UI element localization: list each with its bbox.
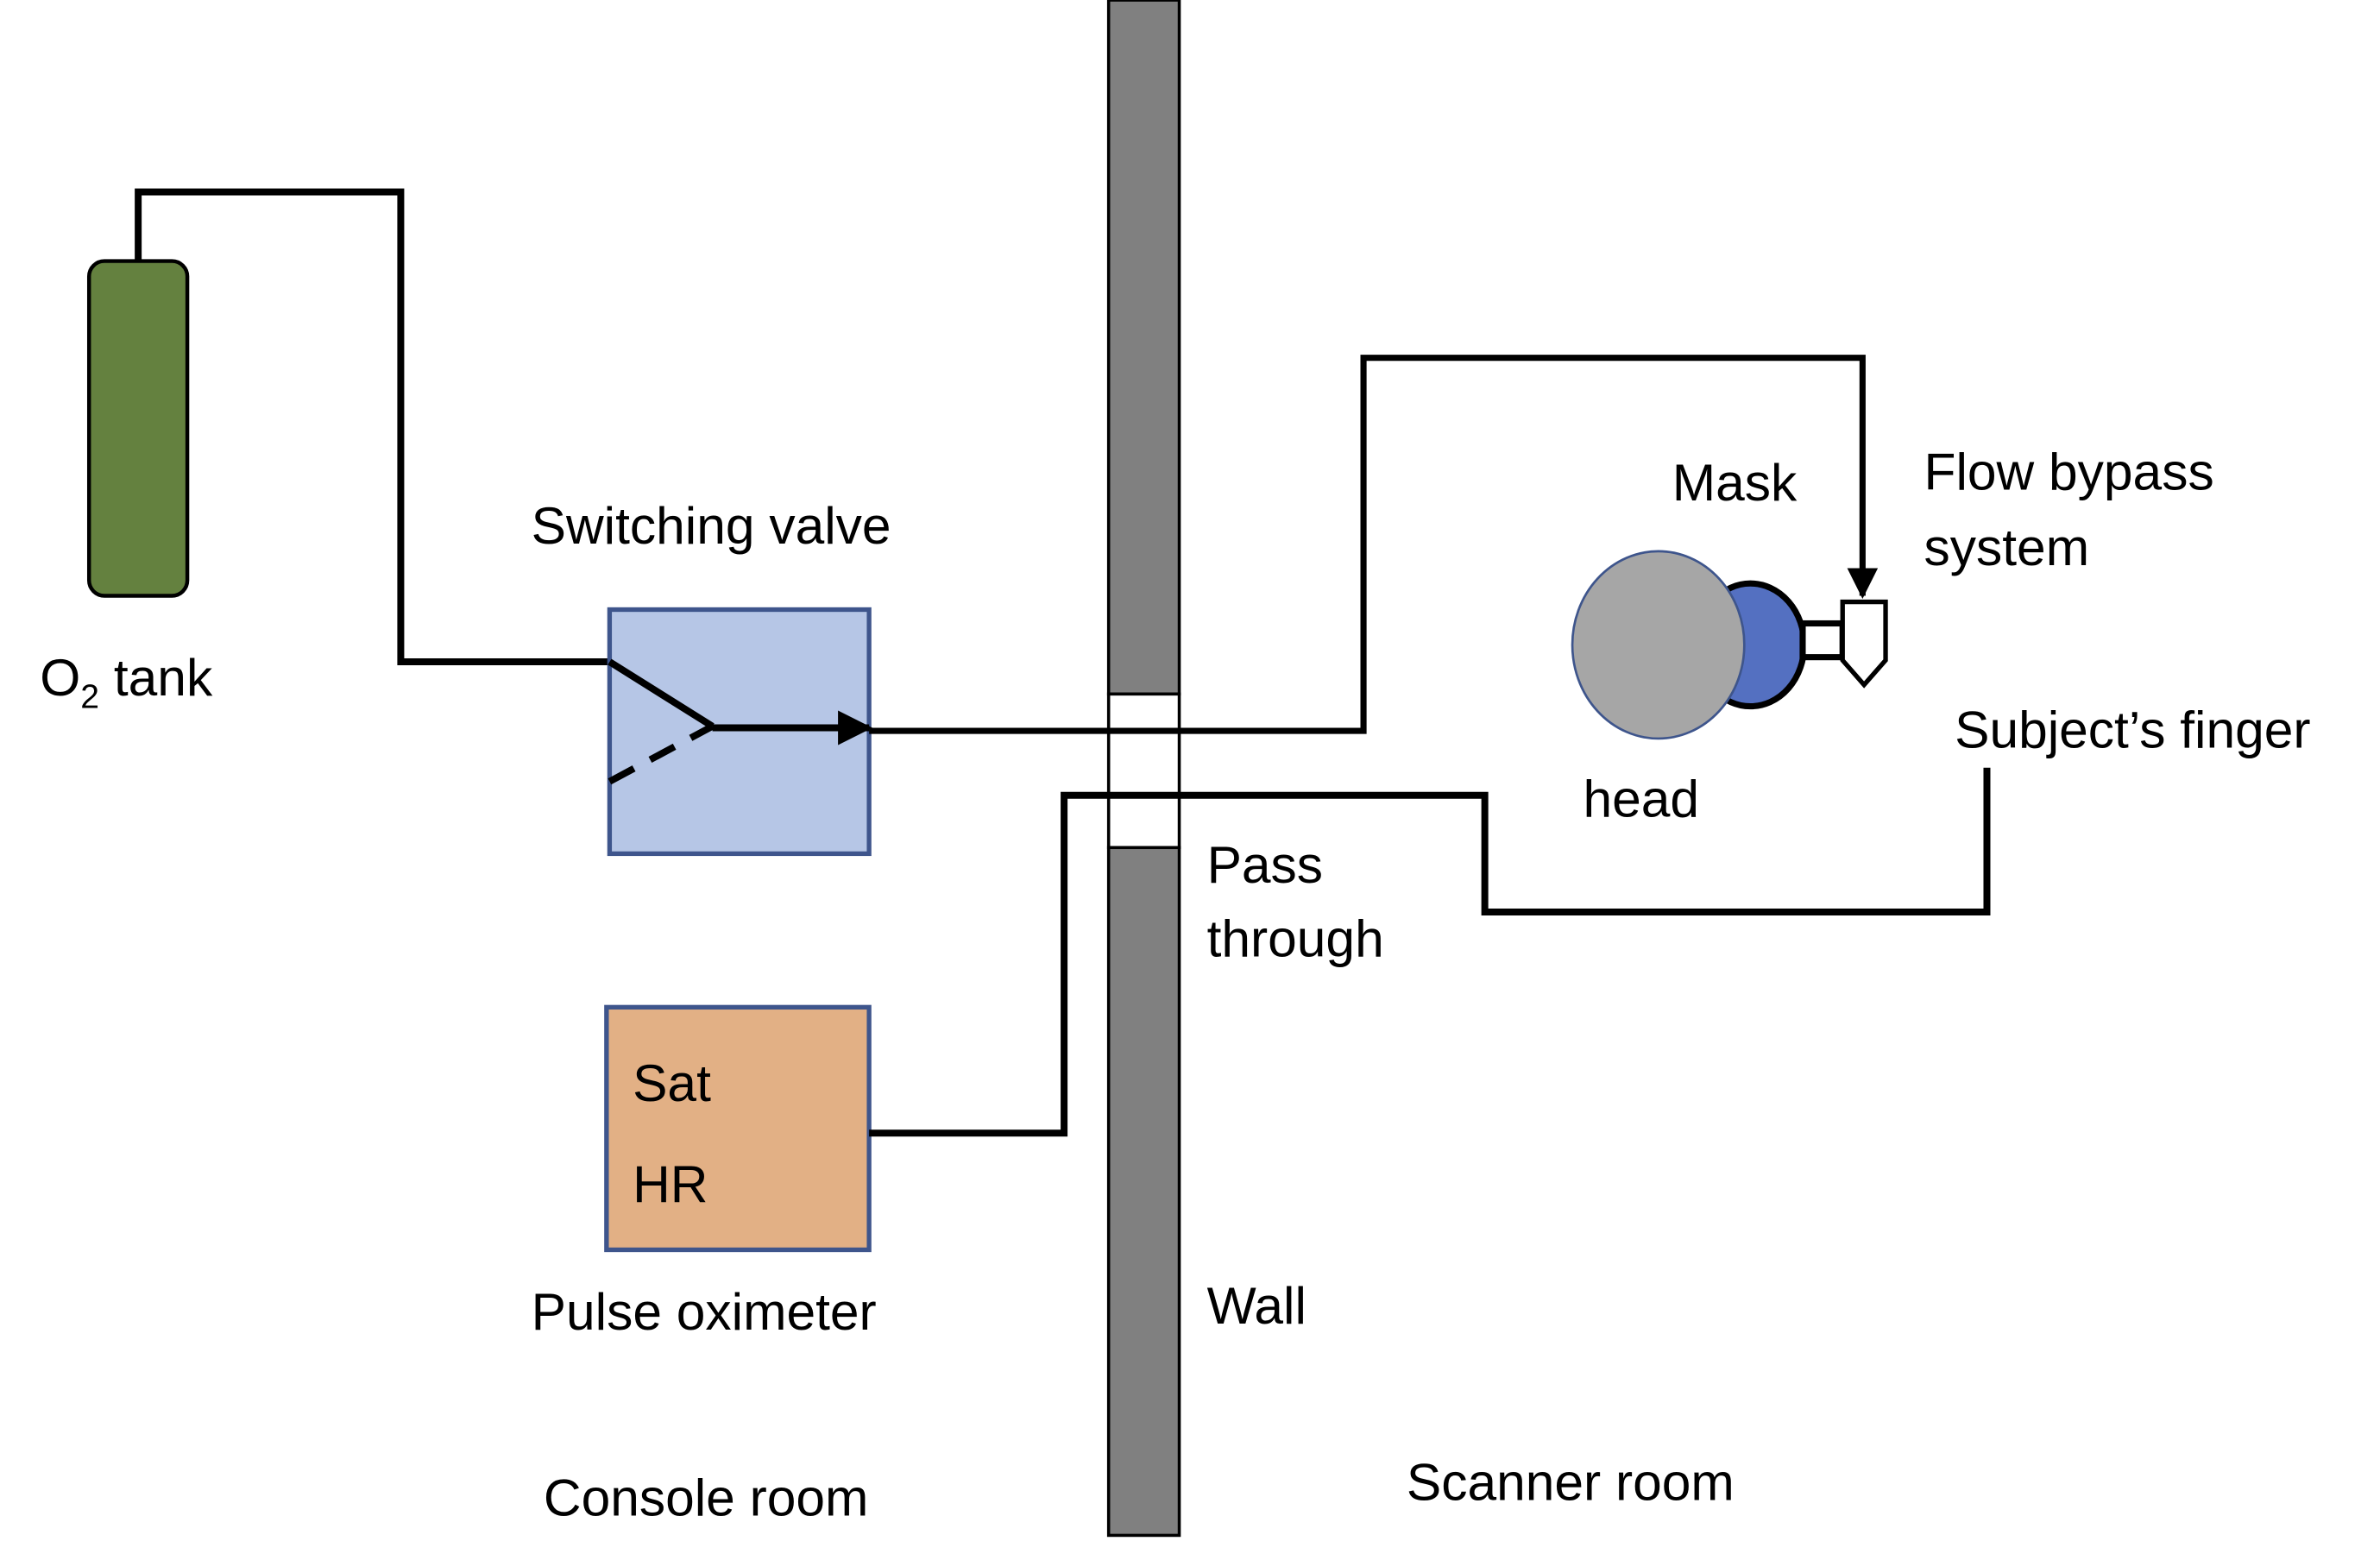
tank-to-valve-tube (135, 188, 610, 665)
subjects-finger-label: Subject’s finger (1955, 701, 2310, 759)
scanner-room-label: Scanner room (1407, 1453, 1735, 1512)
flow-bypass-label-1: Flow bypass (1924, 443, 2214, 501)
sat-label: Sat (633, 1054, 711, 1112)
valve-active-path (608, 658, 715, 730)
pass-through-label-2: through (1207, 909, 1384, 968)
wall-label: Wall (1207, 1276, 1306, 1335)
flow-bypass-label-2: system (1924, 518, 2090, 576)
oximeter-cable (869, 767, 1991, 1137)
head-label: head (1584, 770, 1700, 828)
mask-connector (1799, 620, 1846, 661)
mask-label: Mask (1672, 453, 1798, 512)
valve-to-mask-tube (869, 355, 1879, 734)
flow-bypass-valve (1840, 599, 1888, 689)
pulse-oximeter (604, 1004, 872, 1253)
o2-tank-label: O2 tank (40, 648, 213, 715)
hr-label: HR (633, 1154, 708, 1213)
switching-valve-label: Switching valve (532, 496, 891, 555)
o2-tank (86, 259, 190, 598)
wall-lower (1106, 846, 1181, 1538)
switching-valve (607, 607, 872, 857)
pass-through (1106, 692, 1181, 850)
console-room-label: Console room (544, 1468, 869, 1526)
wall-upper (1106, 0, 1181, 696)
pulse-oximeter-label: Pulse oximeter (532, 1282, 877, 1341)
valve-inactive-path (608, 723, 715, 785)
head (1571, 550, 1746, 740)
pass-through-label-1: Pass (1207, 835, 1323, 894)
